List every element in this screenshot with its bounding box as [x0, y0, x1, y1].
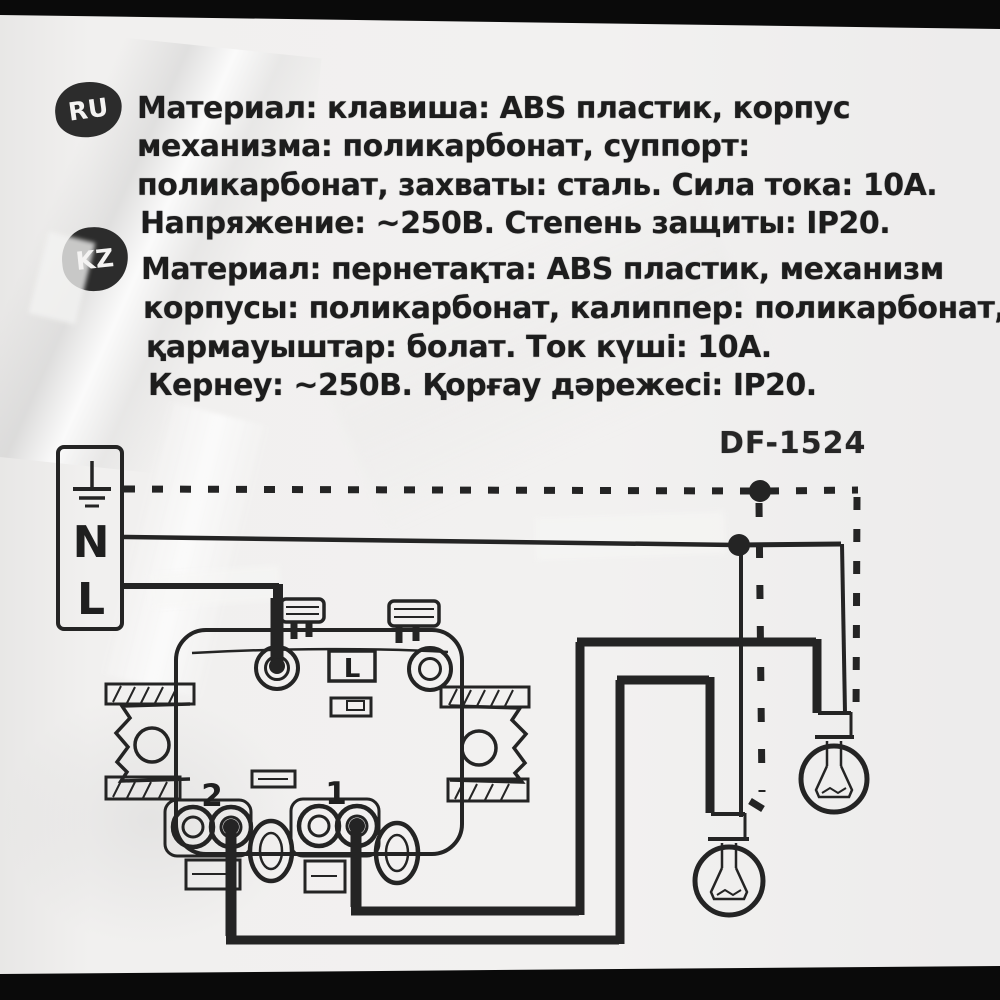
ru-spec-line: Напряжение: ~250В. Степень защиты: IP20.: [140, 206, 891, 241]
rocker-tab: [279, 597, 326, 639]
kz-spec-line: Материал: пернетақта: ABS пластик, механ…: [141, 252, 944, 287]
mounting-claw-left: [104, 682, 196, 801]
terminal-1-label: 1: [325, 776, 347, 812]
ru-spec-line: Материал: клавиша: ABS пластик, корпус: [137, 91, 851, 126]
mount-slot: [329, 696, 373, 718]
switch-mechanism: L: [104, 597, 531, 894]
neutral-wire: [123, 534, 847, 817]
lamp-bulb-icon: [692, 812, 766, 918]
switch-foot: [303, 859, 347, 894]
terminal-group-1: 1: [289, 776, 381, 858]
terminal-screw: [254, 645, 300, 691]
earth-wire: [123, 480, 861, 812]
neutral-label: N: [73, 517, 110, 568]
kz-spec-line: Кернеу: ~250В. Қорғау дәрежесі: IP20.: [148, 368, 817, 403]
switch-body: [174, 628, 464, 856]
fixing-hole: [247, 818, 295, 884]
mount-slot: [250, 769, 297, 789]
earth-symbol-icon: [73, 461, 111, 508]
kz-spec-line: қармауыштар: болат. Ток күші: 10А.: [146, 330, 772, 365]
fixing-hole: [373, 820, 421, 886]
switch-foot: [184, 858, 242, 891]
model-number: DF-1524: [719, 426, 867, 461]
mounting-claw-right: [439, 685, 531, 803]
live-label: L: [77, 574, 105, 625]
junction-dot: [749, 480, 771, 502]
supply-terminal-box: N L: [56, 445, 124, 631]
ru-spec-line: поликарбонат, захваты: сталь. Сила тока:…: [137, 168, 938, 203]
ru-spec-line: механизма: поликарбонат, суппорт:: [137, 129, 750, 164]
gang1-lamp-wire: [350, 637, 822, 916]
live-terminal-marking: L: [327, 649, 377, 684]
gang2-lamp-wire: [225, 675, 715, 945]
lamp-bulb-icon: [798, 711, 870, 815]
svg-text:L: L: [344, 654, 361, 684]
terminal-2-label: 2: [201, 778, 223, 814]
terminal-screw: [407, 646, 453, 692]
kz-spec-line: корпусы: поликарбонат, калиппер: поликар…: [143, 291, 1000, 326]
rocker-tab: [387, 599, 441, 643]
